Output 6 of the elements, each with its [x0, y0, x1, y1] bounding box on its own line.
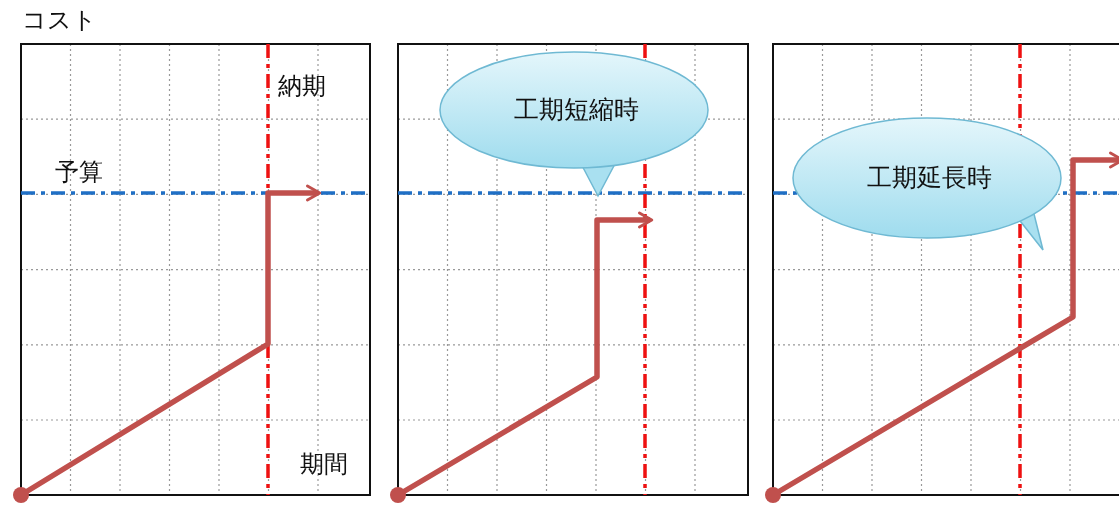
axis-label: 期間	[300, 450, 348, 478]
axis-label: 予算	[55, 158, 103, 186]
axis-label: コスト	[22, 6, 97, 34]
bubble-text: 工期延長時	[865, 162, 993, 194]
bubble-text: 工期短縮時	[512, 94, 640, 126]
axis-label: 納期	[278, 72, 326, 100]
